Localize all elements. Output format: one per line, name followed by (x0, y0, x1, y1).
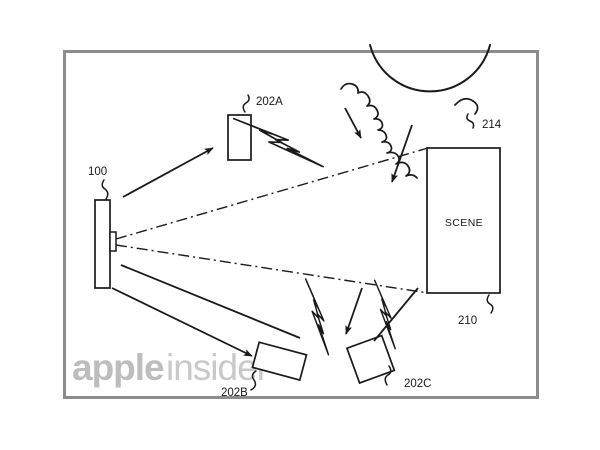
arrow-to-202b (111, 287, 253, 357)
lightning-bolt-202a (232, 117, 324, 168)
cloud-icon (340, 82, 479, 179)
sun-arc-icon (369, 44, 491, 93)
leader-202b (250, 370, 257, 391)
lightning-bolt-202b (304, 278, 330, 356)
leader-202a (242, 94, 250, 113)
scene-box: SCENE (426, 147, 501, 294)
label-202a: 202A (256, 96, 283, 108)
scene-label-text: SCENE (445, 217, 483, 229)
label-202b: 202B (221, 387, 248, 399)
scene-rect (426, 147, 501, 294)
watermark-appleinsider: apple insider (72, 347, 270, 388)
device-100-lens (109, 231, 117, 252)
device-100-body (94, 199, 111, 289)
watermark-bold-text: apple (72, 347, 164, 388)
fov-lower-line (115, 244, 429, 294)
device-202c (345, 334, 396, 385)
label-210: 210 (458, 315, 477, 327)
figure-border (63, 50, 539, 399)
label-100: 100 (88, 166, 107, 178)
label-202c: 202C (404, 378, 432, 390)
fov-upper-line (115, 147, 429, 240)
device-202b-body (251, 341, 308, 382)
bolt-line-202c (373, 287, 419, 342)
device-202a (227, 114, 252, 161)
line-to-202c-region (120, 264, 301, 339)
label-214: 214 (482, 119, 502, 131)
device-202b (251, 341, 308, 382)
device-202c-body (345, 334, 396, 385)
sun-ray-arrow-right (391, 124, 413, 183)
device-202a-body (227, 114, 252, 161)
leader-214 (466, 113, 475, 129)
bolt-arrow-202b (345, 287, 363, 335)
sun-ray-arrow-left (344, 107, 362, 139)
field-of-view-lines (115, 147, 429, 294)
leader-202c (384, 365, 392, 386)
arrow-to-202a (122, 147, 214, 198)
device-100 (94, 199, 117, 289)
lightning-bolt-202c (373, 279, 396, 350)
leader-100 (101, 179, 109, 200)
leader-210 (486, 294, 494, 314)
